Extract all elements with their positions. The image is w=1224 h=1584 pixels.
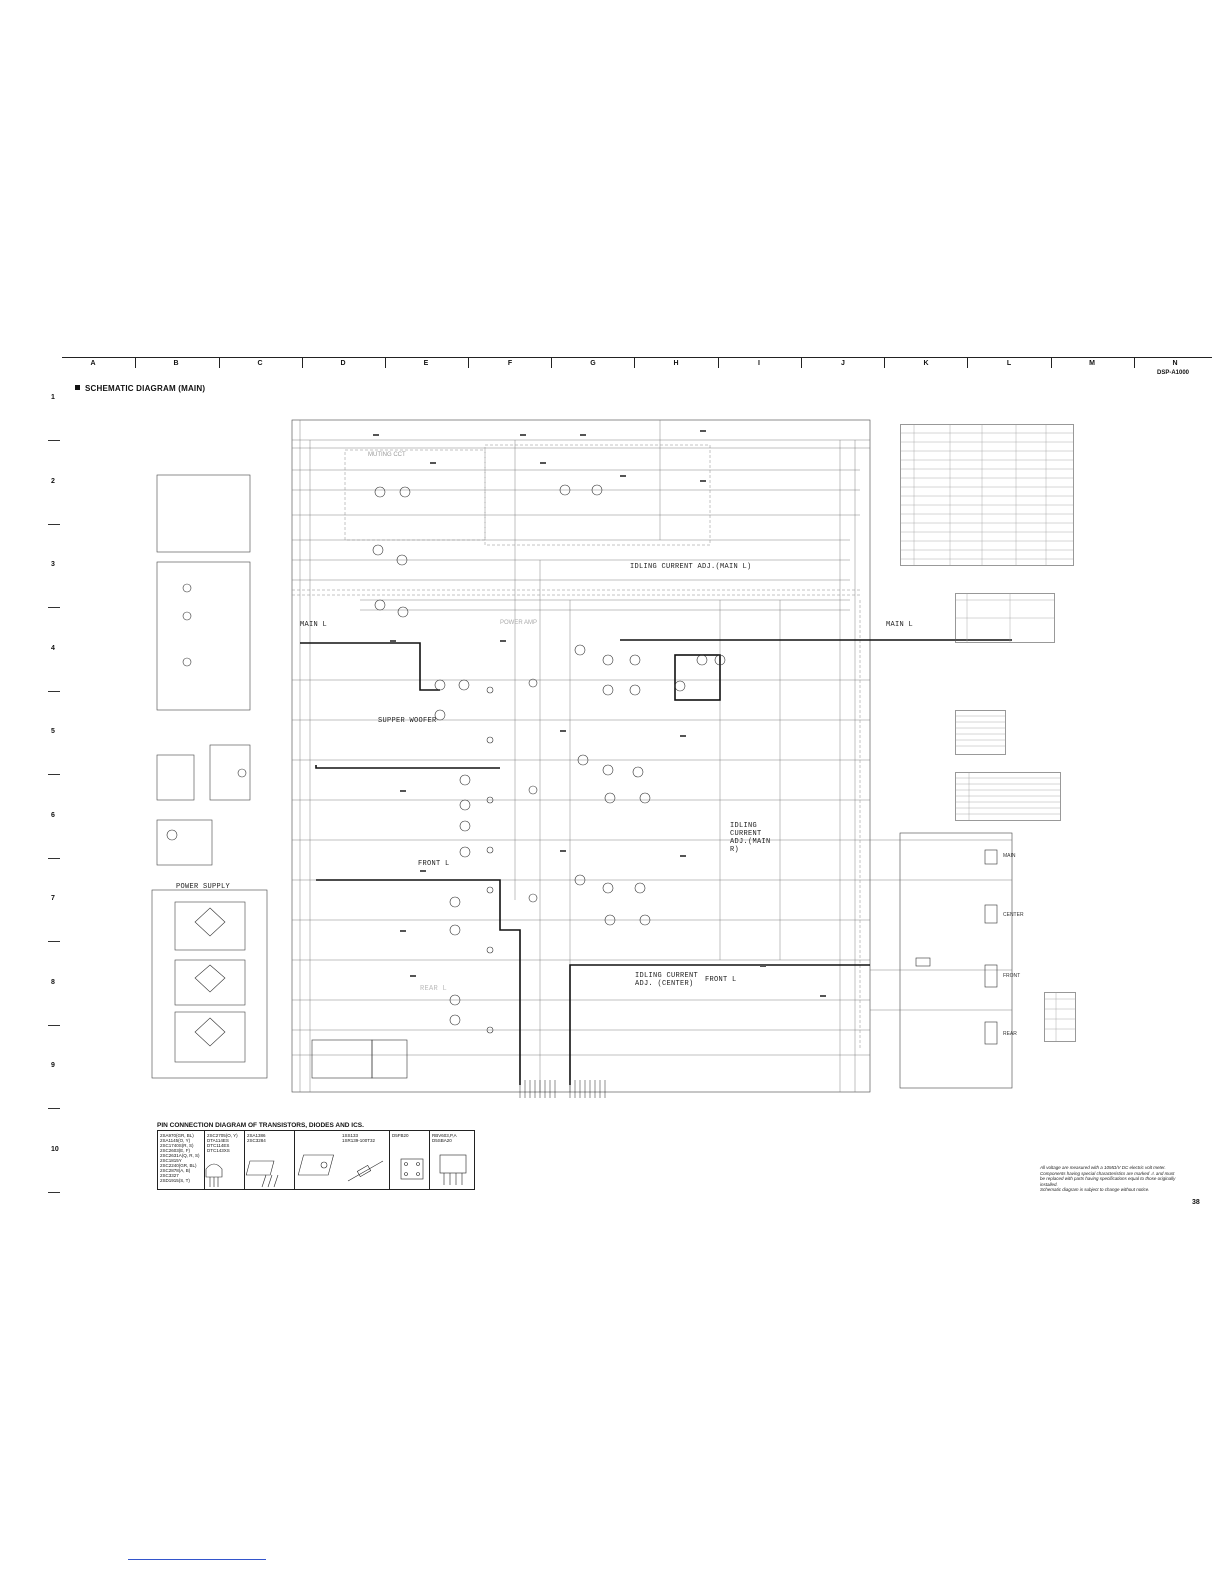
col-tick xyxy=(1051,358,1052,368)
sub-board-5 xyxy=(156,819,213,866)
col-letter: L xyxy=(1006,360,1012,367)
page-number: 38 xyxy=(1192,1199,1200,1206)
model-name: DSP-A1000 xyxy=(1157,370,1190,376)
col-letter: H xyxy=(673,360,679,367)
label-power-supply: POWER SUPPLY xyxy=(176,883,231,891)
col-letter: N xyxy=(1172,360,1178,367)
row-number: 4 xyxy=(51,645,55,652)
label-main-l: MAIN L xyxy=(300,621,328,629)
col-letter: F xyxy=(507,360,513,367)
row-tick xyxy=(48,941,60,942)
pin-cell-5: D5FB20 xyxy=(390,1131,430,1189)
pin-cell-2: 2SC2705(O, Y) DTA114ES DTC114ES DTC143XS xyxy=(205,1131,245,1189)
row-tick xyxy=(48,858,60,859)
pin-cell-6: RBV603,P,A D5SBA20 xyxy=(432,1133,457,1143)
col-letter: M xyxy=(1089,360,1095,367)
pin-connection-diagram: 2SA970(GR, BL) 2SA1145(O, Y) 2SC1740S(R,… xyxy=(157,1130,475,1190)
col-tick xyxy=(135,358,136,368)
row-number: 10 xyxy=(51,1146,59,1153)
col-letter: I xyxy=(758,360,760,367)
col-tick xyxy=(468,358,469,368)
legend-table xyxy=(955,710,1061,821)
model-variation-table xyxy=(900,424,1074,566)
row-tick xyxy=(48,440,60,441)
col-tick xyxy=(302,358,303,368)
jack-table xyxy=(1044,992,1076,1042)
col-tick xyxy=(219,358,220,368)
col-letter: E xyxy=(423,360,429,367)
sub-board-2 xyxy=(156,561,251,711)
pin-cell-3: 2SA1386 2SC3284 xyxy=(245,1131,295,1189)
row-number: 8 xyxy=(51,979,55,986)
parts-table xyxy=(955,593,1055,643)
col-tick xyxy=(634,358,635,368)
sub-board-3 xyxy=(156,754,195,801)
col-letter: K xyxy=(923,360,929,367)
label-front-l: FRONT L xyxy=(418,860,450,868)
row-tick xyxy=(48,607,60,608)
row-tick xyxy=(48,524,60,525)
label-idling-center: IDLING CURRENT ADJ. (CENTER) xyxy=(635,972,699,988)
main-board-outline xyxy=(291,419,871,1093)
label-idling-main-l: IDLING CURRENT ADJ.(MAIN L) xyxy=(630,563,752,571)
terminal-label-main: MAIN xyxy=(1003,853,1016,859)
col-letter: B xyxy=(173,360,179,367)
note-3: Schematic diagram is subject to change w… xyxy=(1040,1187,1150,1192)
col-letter: G xyxy=(590,360,596,367)
col-tick xyxy=(884,358,885,368)
col-tick xyxy=(551,358,552,368)
col-tick xyxy=(718,358,719,368)
col-letter: C xyxy=(257,360,263,367)
output-terminal-board xyxy=(899,832,1013,1089)
pin-diagram-title: PIN CONNECTION DIAGRAM OF TRANSISTORS, D… xyxy=(157,1122,364,1129)
row-tick xyxy=(48,1025,60,1026)
note-2: Components having special characteristic… xyxy=(1040,1170,1176,1187)
col-letter: J xyxy=(841,360,845,367)
page-title: SCHEMATIC DIAGRAM (MAIN) xyxy=(75,384,205,393)
label-rear-l: REAR L xyxy=(420,985,448,993)
col-tick xyxy=(967,358,968,368)
terminal-label-front: FRONT xyxy=(1003,973,1021,979)
footer-link-underline[interactable] xyxy=(128,1559,266,1560)
row-number: 6 xyxy=(51,812,55,819)
label-power-amp: POWER AMP xyxy=(500,620,538,626)
pin-cell-4: 1SS133 1SR139-100T32 xyxy=(340,1131,390,1189)
row-number: 9 xyxy=(51,1062,55,1069)
label-muting-cct: MUTING CCT xyxy=(368,452,406,458)
col-letter: D xyxy=(340,360,346,367)
row-tick xyxy=(48,774,60,775)
package-drawings xyxy=(205,1154,467,1188)
sub-board-4 xyxy=(209,744,251,801)
label-main-l-right: MAIN L xyxy=(886,621,914,629)
row-tick xyxy=(48,1108,60,1109)
note-1: All voltage are measured with a 10MΩ/V D… xyxy=(1040,1165,1166,1170)
row-number: 2 xyxy=(51,478,55,485)
row-tick xyxy=(48,691,60,692)
col-letter: A xyxy=(90,360,96,367)
notes: All voltage are measured with a 10MΩ/V D… xyxy=(1040,1165,1180,1193)
column-ruler: A B C D E F G H I J K L M N xyxy=(62,357,1212,372)
label-idling-main-r: IDLING CURRENT ADJ.(MAIN R) xyxy=(730,822,771,854)
row-tick xyxy=(48,1192,60,1193)
pin-cell-1: 2SA970(GR, BL) 2SA1145(O, Y) 2SC1740S(R,… xyxy=(158,1131,205,1189)
row-number: 3 xyxy=(51,561,55,568)
label-supper-woofer: SUPPER WOOFER xyxy=(378,717,437,725)
row-number: 7 xyxy=(51,895,55,902)
row-number: 5 xyxy=(51,728,55,735)
power-supply-board xyxy=(151,889,268,1079)
row-number: 1 xyxy=(51,394,55,401)
col-tick xyxy=(1134,358,1135,368)
col-tick xyxy=(801,358,802,368)
col-tick xyxy=(385,358,386,368)
sub-board-1 xyxy=(156,474,251,553)
label-front-l-right: FRONT L xyxy=(705,976,737,984)
terminal-label-center: CENTER xyxy=(1003,912,1024,918)
terminal-label-rear: REAR xyxy=(1003,1031,1017,1037)
